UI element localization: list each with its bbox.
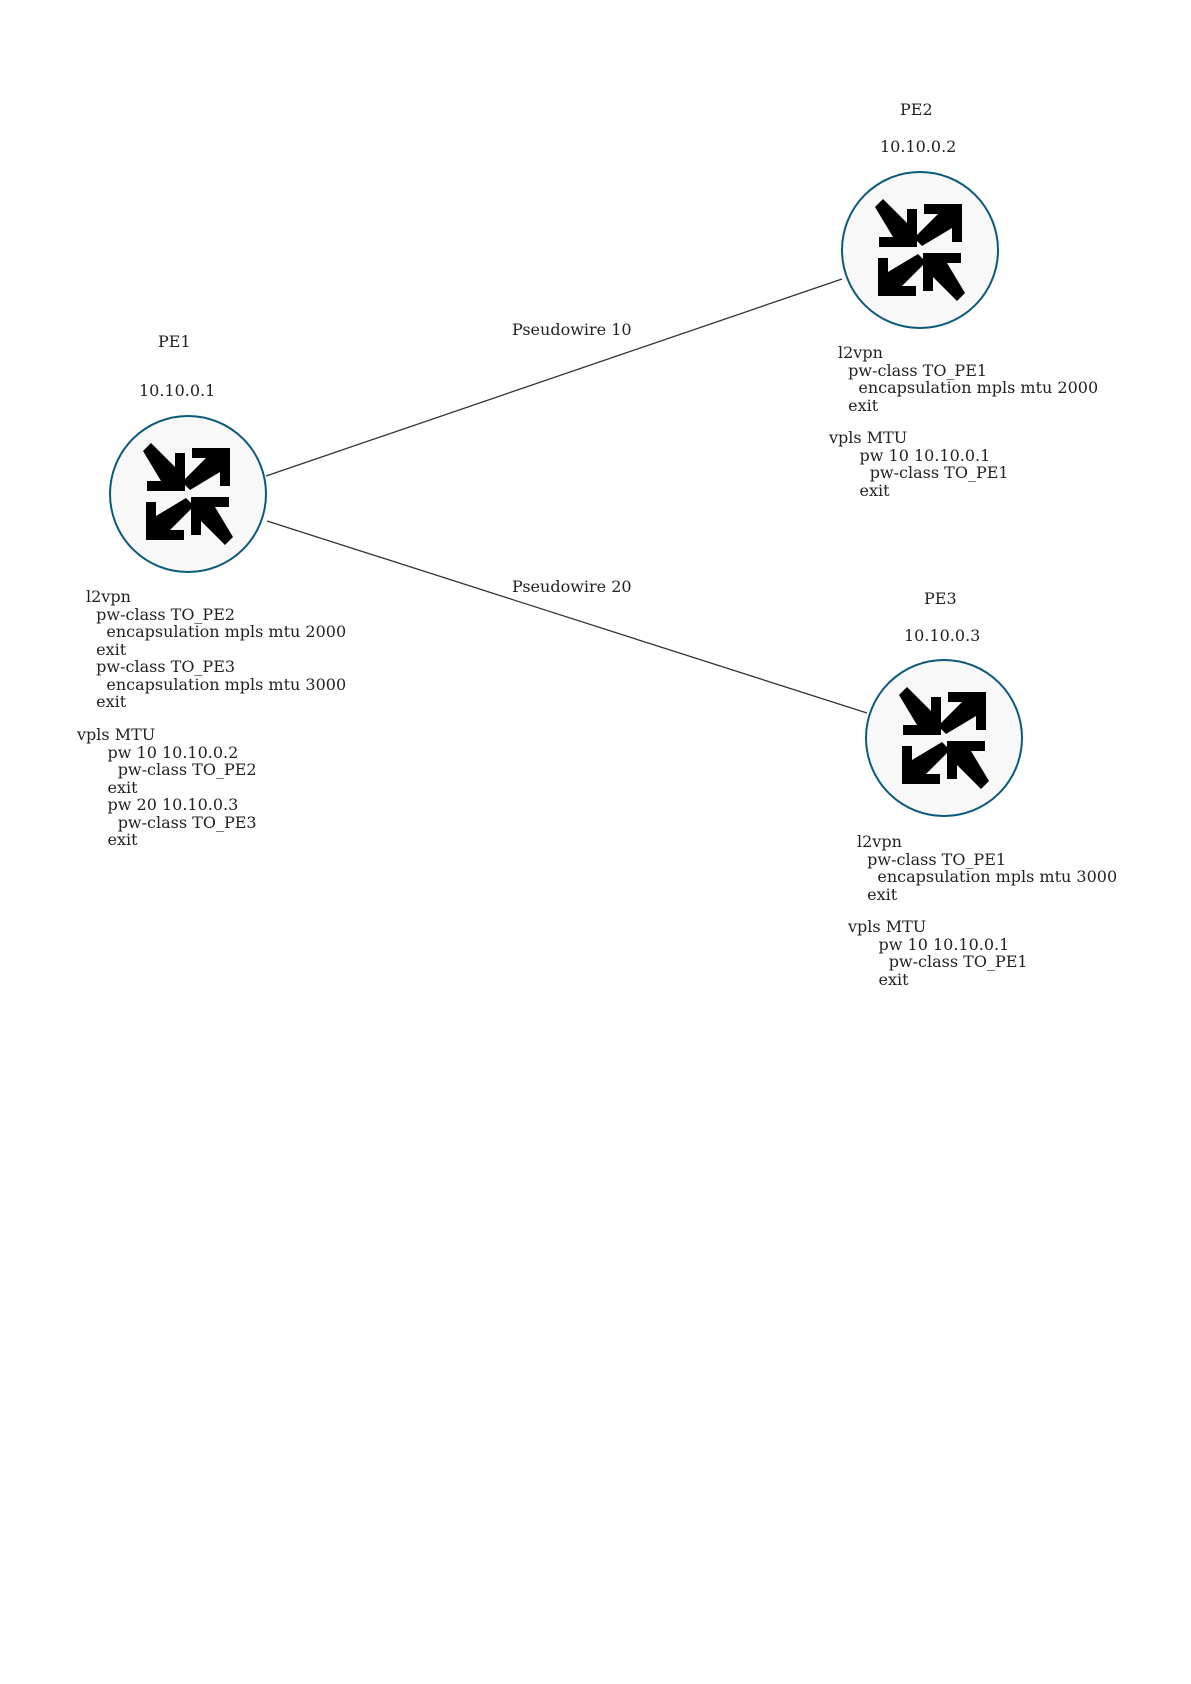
router-icon[interactable] bbox=[865, 659, 1023, 817]
node-vpls-config-pe2: vpls MTU pw 10 10.10.0.1 pw-class TO_PE1… bbox=[829, 428, 1009, 500]
node-vpls-config-pe3: vpls MTU pw 10 10.10.0.1 pw-class TO_PE1… bbox=[848, 917, 1028, 989]
node-l2vpn-config-pe2: l2vpn pw-class TO_PE1 encapsulation mpls… bbox=[838, 343, 1099, 415]
link-pseudowire-10 bbox=[265, 278, 843, 477]
node-name-pe3: PE3 bbox=[924, 589, 957, 608]
node-ip-pe1: 10.10.0.1 bbox=[139, 381, 216, 400]
router-icon[interactable] bbox=[109, 415, 267, 573]
node-ip-pe3: 10.10.0.3 bbox=[904, 626, 981, 645]
node-l2vpn-config-pe3: l2vpn pw-class TO_PE1 encapsulation mpls… bbox=[857, 832, 1118, 904]
node-name-pe2: PE2 bbox=[900, 100, 933, 119]
node-ip-pe2: 10.10.0.2 bbox=[880, 137, 957, 156]
link-pseudowire-20 bbox=[266, 520, 868, 714]
node-l2vpn-config-pe1: l2vpn pw-class TO_PE2 encapsulation mpls… bbox=[86, 587, 347, 711]
node-vpls-config-pe1: vpls MTU pw 10 10.10.0.2 pw-class TO_PE2… bbox=[77, 725, 257, 849]
router-icon[interactable] bbox=[841, 171, 999, 329]
link-label-pseudowire-10: Pseudowire 10 bbox=[512, 320, 632, 339]
link-label-pseudowire-20: Pseudowire 20 bbox=[512, 577, 632, 596]
node-name-pe1: PE1 bbox=[158, 332, 191, 351]
